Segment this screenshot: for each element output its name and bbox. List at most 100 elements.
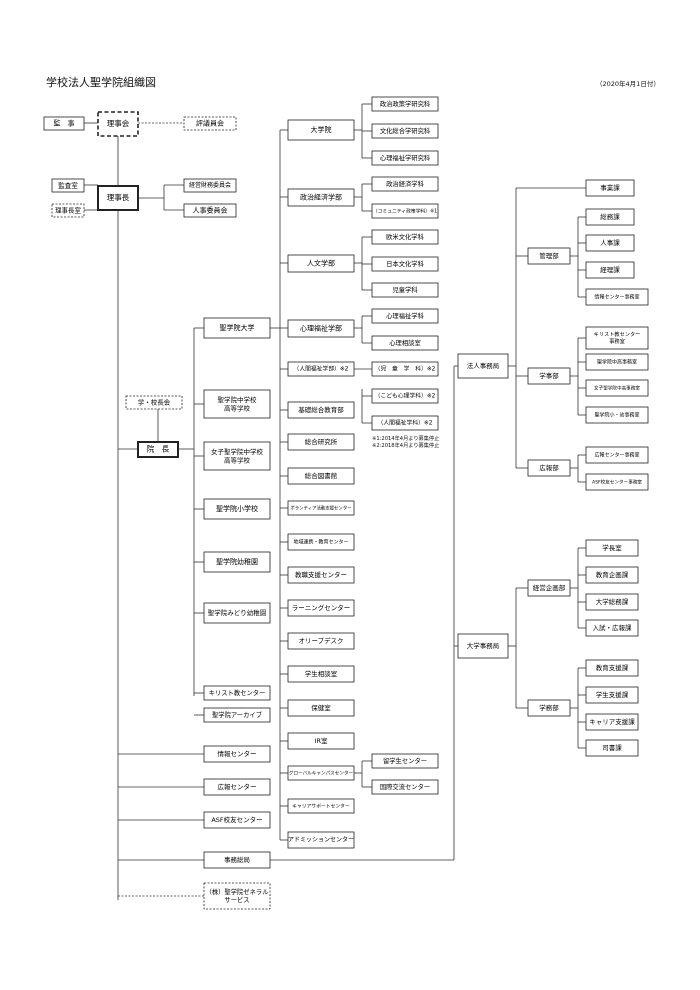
org-box-rijikai: 理事会: [97, 111, 139, 137]
box-label: 聖学院幼稚園: [216, 557, 258, 566]
box-label: 司書課: [602, 743, 622, 752]
box-frame: [371, 203, 439, 219]
box-frame: [203, 778, 271, 796]
org-box-asf-jimu: ASF校友センター事務室: [585, 473, 649, 491]
box-label: 聖学院中高事務室: [597, 359, 637, 366]
box-label: 総合研究所: [305, 437, 338, 446]
org-box-shogakko: 聖学院小学校: [203, 498, 271, 520]
box-frame: [585, 659, 639, 677]
box-label: 教育企画課: [596, 570, 629, 579]
org-box-daigaku: 大学院: [287, 119, 355, 141]
org-box-kokusai: 国際交流センター: [371, 779, 439, 795]
box-label: グローバルキャンパスセンター: [289, 770, 354, 777]
box-label: キリスト教センター: [209, 688, 266, 697]
box-label: 保健室: [311, 703, 331, 712]
box-frame: [585, 406, 649, 424]
org-box-jido-kakko: （児 童 学 科）※2: [371, 361, 439, 377]
org-box-bunka-kenkyuka: 文化総合学研究科: [371, 123, 439, 139]
box-frame: [585, 566, 639, 584]
box-label: （こども心理学科）※2: [375, 392, 436, 400]
org-box-ningen-gakubu: （人間福祉学部）※2: [287, 361, 355, 377]
org-box-incho: 院 長: [137, 441, 179, 458]
org-box-shinri-gakubu: 心理福祉学部: [287, 319, 355, 338]
box-label: 聖学院アーカイブ: [212, 710, 263, 719]
org-box-olive: オリーブデスク: [287, 632, 355, 650]
org-box-gakujibu: 学事部: [527, 367, 571, 385]
org-box-somuka: 総務課: [585, 208, 635, 226]
box-frame: [585, 353, 649, 371]
org-box-kohobu: 広報部: [527, 459, 571, 477]
org-box-seigakuin-daigaku: 聖学院大学: [203, 317, 271, 339]
org-box-gakusei-sodan: 学生相談室: [287, 665, 355, 683]
box-frame: [51, 203, 85, 218]
org-box-kansashitsu: 監査室: [51, 178, 85, 193]
box-label: 欧米文化学科: [386, 232, 424, 241]
box-frame: [183, 116, 237, 131]
box-label: 心理相談室: [389, 338, 420, 347]
org-box-joho-jimushitsu: 情報センター事務室: [585, 288, 649, 306]
org-box-nyushi: 入試・広報課: [585, 619, 639, 637]
box-frame: [287, 699, 355, 717]
box-label: 聖学院みどり幼稚園: [208, 608, 267, 617]
org-box-jigyoka: 事業課: [585, 179, 635, 197]
box-label: 聖学院大学: [220, 323, 255, 332]
org-box-yochien: 聖学院幼稚園: [203, 551, 271, 573]
box-frame: [287, 831, 355, 849]
org-box-kyoshoku: 教職支援センター: [287, 566, 355, 584]
box-label: 学長室: [602, 543, 622, 552]
org-box-kirisuto: キリスト教センター: [203, 685, 271, 701]
box-label: 学・校長会: [138, 398, 171, 407]
box-frame: [457, 353, 509, 379]
page-title: 学校法人聖学院組織図: [46, 76, 156, 89]
org-box-koho-center: 広報センター: [203, 778, 271, 796]
box-frame: [585, 288, 649, 306]
org-box-gakuchoshitsu: 学長室: [585, 539, 639, 557]
box-frame: [183, 203, 237, 218]
note-1: ※1:2014年4月より募集停止: [372, 436, 440, 442]
box-frame: [97, 111, 139, 137]
box-label: 総合図書館: [305, 471, 338, 480]
box-frame: [287, 665, 355, 683]
box-label: （人間福祉学科）※2: [378, 419, 433, 427]
box-label: 地域連携・教育センター: [293, 539, 348, 546]
org-box-joho: 情報センター: [203, 745, 271, 763]
box-frame: [203, 602, 271, 624]
box-label: 学務部: [539, 703, 559, 712]
box-label: サービス: [224, 895, 249, 904]
box-frame: [585, 713, 639, 731]
org-box-ryugaku: 留学生センター: [371, 753, 439, 769]
org-box-gakusei-shien: 学生支援課: [585, 686, 639, 704]
org-box-community: （コミュニティ政策学科）※1: [371, 203, 439, 219]
box-frame: [585, 179, 635, 197]
box-frame: [585, 208, 635, 226]
org-box-ic: IR室: [287, 732, 355, 750]
box-label: 評議員会: [196, 119, 224, 128]
box-frame: [287, 319, 355, 338]
box-label: キャリアサポートセンター: [292, 803, 350, 810]
box-label: 心理福祉学研究科: [380, 153, 431, 162]
box-label: ASF校友センター事務室: [592, 479, 642, 486]
org-box-shinri-kenkyuka: 心理福祉学研究科: [371, 150, 439, 166]
box-frame: [371, 282, 439, 298]
box-frame: [287, 467, 355, 485]
box-frame: [203, 882, 271, 910]
box-frame: [203, 441, 271, 471]
box-frame: [203, 707, 271, 723]
box-frame: [287, 798, 355, 814]
org-box-nihon: 日本文化学科: [371, 256, 439, 272]
box-label: 総務課: [600, 212, 620, 221]
box-label: 管理部: [539, 251, 559, 260]
box-label: 理事長: [107, 192, 130, 202]
box-label: 経営財務委員会: [189, 181, 231, 189]
org-box-kyoiku-shien: 教育支援課: [585, 659, 639, 677]
box-frame: [287, 765, 355, 781]
box-frame: [371, 779, 439, 795]
org-box-chukou-jimu: 聖学院中高事務室: [585, 353, 649, 371]
box-label: 広報センター: [218, 782, 257, 791]
org-box-global: グローバルキャンパスセンター: [287, 765, 355, 781]
box-frame: [371, 229, 439, 245]
box-frame: [287, 566, 355, 584]
box-label: 大学事務局: [467, 641, 500, 650]
box-frame: [585, 261, 635, 279]
box-frame: [371, 415, 439, 431]
